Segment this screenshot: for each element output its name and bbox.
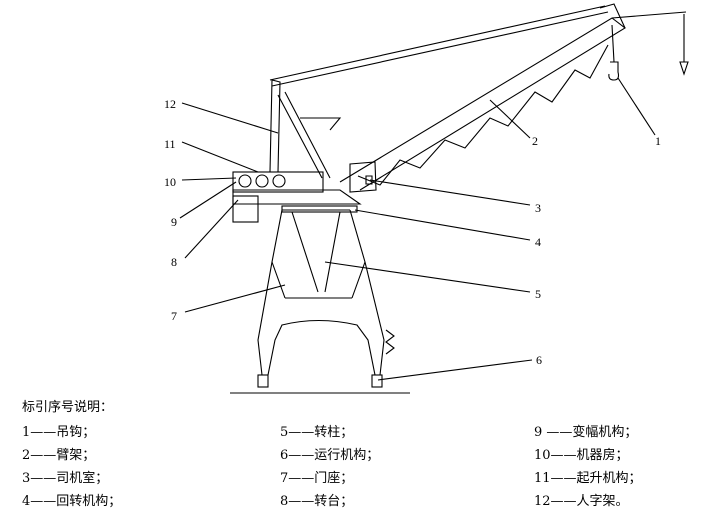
leader-1 [617, 77, 656, 136]
leader-4 [354, 209, 531, 241]
winch-drum-3 [272, 174, 286, 188]
legend-entry-12: 12——人字架。 [534, 494, 629, 509]
counterweight-box [232, 195, 259, 223]
callout-3: 3 [535, 201, 541, 215]
a-frame [269, 79, 342, 179]
winch-drum-1 [238, 174, 252, 188]
callout-5: 5 [535, 287, 541, 301]
legend-entry-5: 5——转柱； [280, 425, 354, 440]
callout-12: 12 [164, 97, 176, 111]
jib-tip [599, 3, 626, 29]
legend-entry-1: 1——吊钩； [22, 425, 96, 440]
hoist-rope [611, 14, 685, 63]
slewing-ring [281, 205, 358, 213]
leader-3 [369, 179, 531, 206]
luffing-ropes [269, 5, 687, 87]
leader-7 [184, 284, 286, 313]
legend-entry-4: 4——回转机构； [22, 494, 122, 509]
winch-drum-2 [255, 174, 269, 188]
legend-entry-9: 9 ——变幅机构； [534, 425, 638, 440]
jib-boom [339, 17, 626, 191]
hook [608, 61, 689, 81]
legend-entry-2: 2——臂架； [22, 448, 96, 463]
legend-entry-3: 3——司机室； [22, 471, 109, 486]
legend-entry-7: 7——门座； [280, 471, 354, 486]
legend-title: 标引序号说明： [22, 400, 114, 415]
legend-entry-11: 11——起升机构； [534, 471, 642, 486]
legend-entry-6: 6——运行机构； [280, 448, 380, 463]
callout-4: 4 [535, 235, 541, 249]
legend: 标引序号说明： 1——吊钩； 2——臂架； 3——司机室； 4——回转机构； 5… [22, 400, 692, 517]
callout-8: 8 [171, 255, 177, 269]
leader-10 [181, 177, 237, 181]
leader-12 [181, 102, 279, 134]
legend-entry-10: 10——机器房； [534, 448, 629, 463]
callout-11: 11 [164, 137, 176, 151]
leader-9 [179, 181, 237, 219]
callout-9: 9 [171, 215, 177, 229]
callout-6: 6 [536, 353, 542, 367]
callout-2: 2 [532, 134, 538, 148]
driver-cab [349, 161, 377, 193]
callout-1: 1 [655, 134, 661, 148]
leader-6 [377, 359, 533, 381]
callout-7: 7 [171, 309, 177, 323]
leader-8 [184, 199, 239, 259]
leader-5 [324, 261, 531, 293]
crane-diagram: 1 2 3 4 5 6 7 8 9 10 11 12 [164, 3, 689, 394]
callout-10: 10 [164, 175, 176, 189]
leader-11 [181, 141, 259, 173]
legend-entry-8: 8——转台； [280, 494, 354, 509]
portal-frame [257, 209, 395, 388]
leader-2 [489, 99, 531, 139]
